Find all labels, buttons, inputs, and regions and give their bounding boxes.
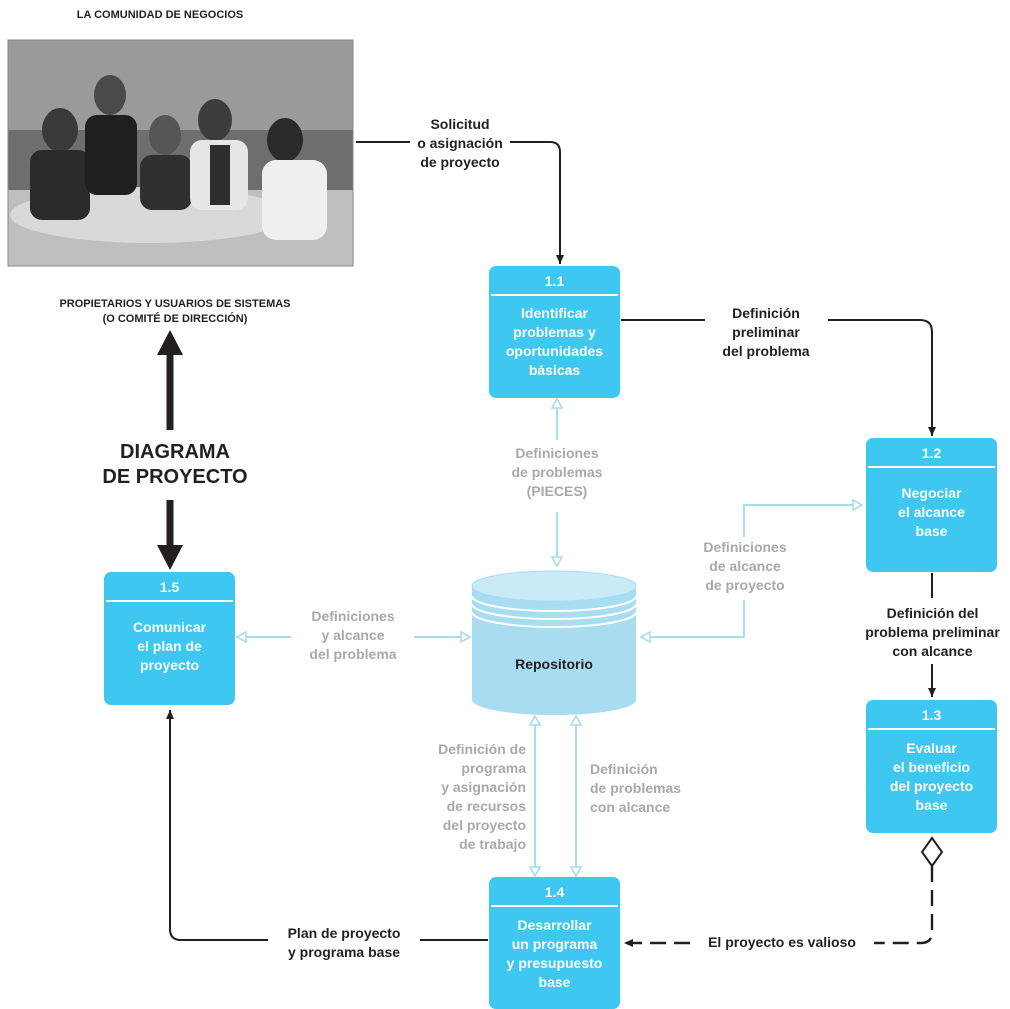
flow-preliminary-line-2 xyxy=(828,319,936,436)
repository-cylinder xyxy=(471,570,637,715)
flow-plan-line-2 xyxy=(166,710,268,941)
flow-valuable-line xyxy=(874,866,934,945)
process-number: 1.1 xyxy=(544,273,565,289)
divider xyxy=(491,294,618,296)
process-number: 1.2 xyxy=(921,445,942,461)
process-label: Negociar el alcance base xyxy=(898,485,965,539)
business-meeting-photo xyxy=(7,39,354,267)
process-label: Evaluar el beneficio del proyecto base xyxy=(889,740,974,813)
owners-label: PROPIETARIOS Y USUARIOS DE SISTEMAS (O C… xyxy=(59,298,291,325)
process-1-1[interactable]: 1.1 Identificar problemas y oportunidade… xyxy=(489,266,620,398)
process-label: Desarrollar un programa y presupuesto ba… xyxy=(506,917,603,990)
flow-schedule-label: Definición de programa y asignación de r… xyxy=(438,741,526,852)
flow-problem-scope-label: Definición del problema preliminar con a… xyxy=(865,605,1000,659)
process-1-3[interactable]: 1.3 Evaluar el beneficio del proyecto ba… xyxy=(866,700,997,833)
flow-request-line-2 xyxy=(510,141,564,264)
divider xyxy=(106,600,233,602)
process-number: 1.4 xyxy=(544,884,565,900)
process-number: 1.3 xyxy=(921,707,942,723)
flow-pieces-label: Definiciones de problemas (PIECES) xyxy=(511,445,603,499)
evaluation-diamond xyxy=(920,836,944,868)
big-arrow-down-head xyxy=(157,545,183,570)
process-number: 1.5 xyxy=(159,579,180,595)
flow-problems-scope-label: Definición de problemas con alcance xyxy=(590,761,682,815)
divider xyxy=(868,466,995,468)
flow-valuable-label: El proyecto es valioso xyxy=(708,934,856,950)
process-label: Comunicar el plan de proyecto xyxy=(132,619,207,673)
flow-scope-defs-label: Definiciones de alcance de proyecto xyxy=(703,539,787,593)
process-1-2[interactable]: 1.2 Negociar el alcance base xyxy=(866,438,997,572)
flow-defs-scope-label: Definiciones y alcance del problema xyxy=(309,608,397,662)
repository-label: Repositorio xyxy=(515,656,593,672)
big-arrow-up-head xyxy=(157,330,183,355)
flow-plan-label: Plan de proyecto y programa base xyxy=(287,925,401,960)
process-1-4[interactable]: 1.4 Desarrollar un programa y presupuest… xyxy=(489,877,620,1009)
flow-scope-defs-line-2 xyxy=(641,600,745,637)
diagram-title: DIAGRAMA DE PROYECTO xyxy=(102,441,248,488)
divider xyxy=(491,905,618,907)
flow-scope-defs-line xyxy=(743,505,862,537)
process-label: Identificar problemas y oportunidades bá… xyxy=(505,305,604,378)
process-1-5[interactable]: 1.5 Comunicar el plan de proyecto xyxy=(104,572,235,705)
divider xyxy=(868,728,995,730)
business-community-label: LA COMUNIDAD DE NEGOCIOS xyxy=(76,9,244,21)
flow-request-label: Solicitud o asignación de proyecto xyxy=(417,116,503,170)
flow-preliminary-label: Definición preliminar del problema xyxy=(722,305,810,359)
